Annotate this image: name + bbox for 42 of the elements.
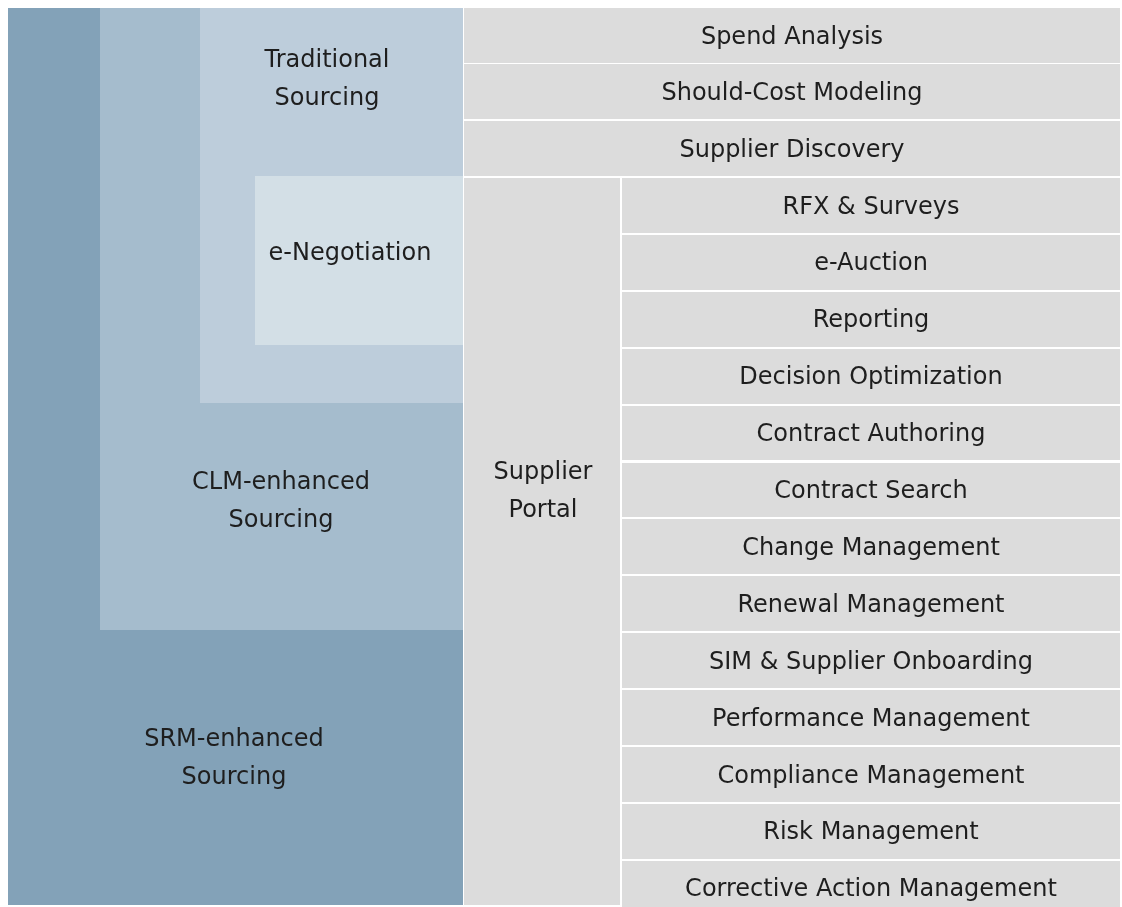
sourcing-region (200, 8, 463, 403)
region-label: e-Negotiation (268, 237, 432, 268)
sourcing-region (255, 176, 463, 345)
capability-row (622, 633, 1120, 689)
capability-label: Performance Management (712, 702, 1030, 733)
capability-label: Compliance Management (717, 759, 1025, 790)
region-label: SRM-enhanced Sourcing (143, 723, 325, 792)
capability-label: Contract Search (774, 475, 968, 505)
capability-label: Spend Analysis (700, 20, 884, 51)
capability-row (622, 178, 1120, 233)
capability-label: Decision Optimization (739, 361, 1003, 392)
capability-row (622, 291, 1120, 347)
capability-label: Supplier Discovery (679, 133, 905, 164)
sourcing-region (8, 8, 463, 905)
capability-label: e-Auction (814, 247, 928, 278)
sourcing-region (100, 8, 463, 630)
capability-label: SIM & Supplier Onboarding (709, 645, 1033, 676)
portal-column (464, 178, 620, 905)
capability-row (622, 519, 1120, 575)
region-label: Traditional Sourcing (263, 44, 391, 113)
capability-row (464, 8, 1120, 63)
capability-row (622, 747, 1120, 802)
capability-label: Corrective Action Management (685, 873, 1057, 904)
capability-row (622, 690, 1120, 745)
capability-row (622, 234, 1120, 290)
capability-label: Should-Cost Modeling (661, 76, 923, 107)
capability-label: Change Management (742, 531, 1000, 562)
capability-label: Reporting (812, 304, 930, 335)
capability-row (622, 462, 1120, 518)
capability-row (622, 860, 1120, 907)
capability-label: RFX & Surveys (782, 190, 960, 221)
capability-row (464, 64, 1120, 119)
capability-row (622, 803, 1120, 859)
capability-row (622, 348, 1120, 404)
region-label: CLM-enhanced Sourcing (191, 466, 371, 535)
portal-label: Supplier Portal (492, 456, 594, 525)
capability-row (622, 405, 1120, 461)
capability-label: Contract Authoring (756, 418, 986, 449)
capability-row (464, 121, 1120, 176)
capability-row (622, 576, 1120, 632)
capability-label: Renewal Management (737, 588, 1005, 619)
capability-label: Risk Management (763, 816, 979, 847)
